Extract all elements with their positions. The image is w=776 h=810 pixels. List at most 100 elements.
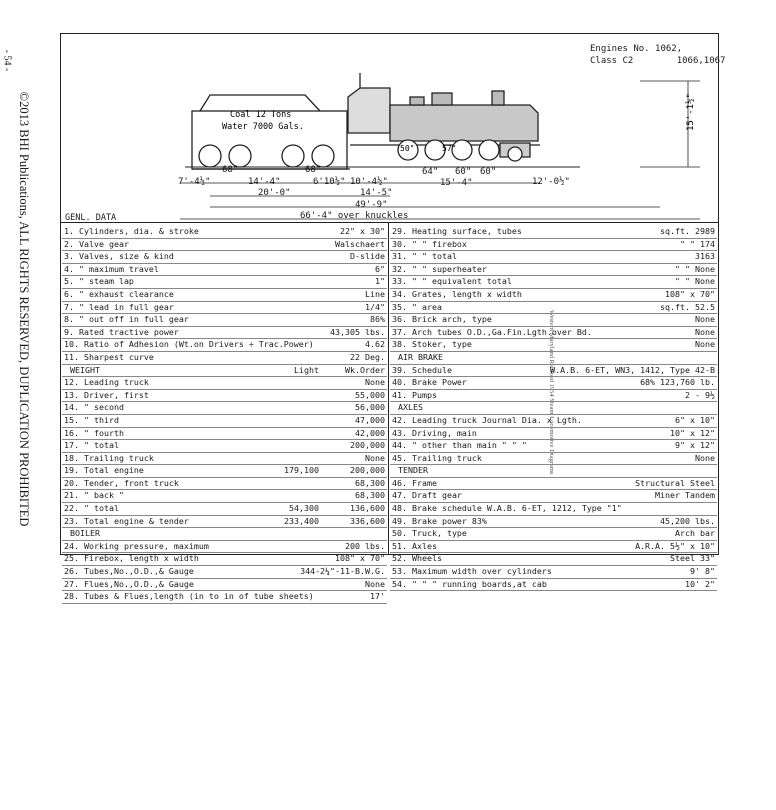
spec-value: 1" xyxy=(375,276,385,287)
engine-outline xyxy=(347,73,540,158)
spec-label: 11. Sharpest curve xyxy=(64,351,154,362)
engines-line-1: Engines No. 1062, xyxy=(590,44,683,54)
spec-value: 108" x 70" xyxy=(665,288,715,299)
spec-label: 21. " back " xyxy=(64,490,124,501)
spec-value: None xyxy=(695,326,715,337)
dim-d10: 12'-0½" xyxy=(532,177,570,187)
spec-row: 12. Leading truck None xyxy=(62,377,387,390)
spec-value: 68% 123,760 lb. xyxy=(640,377,715,388)
spec-row: 28. Tubes & Flues,length (in to in of tu… xyxy=(62,591,387,604)
diagram-frame xyxy=(60,33,719,555)
spec-light-value: 233,400 xyxy=(284,515,319,526)
table-divider xyxy=(388,223,389,555)
spec-value: Structural Steel xyxy=(635,477,715,488)
section-heading-row: AIR BRAKE xyxy=(390,352,717,365)
section-heading-row: AXLES xyxy=(390,402,717,415)
spec-value: 3163 xyxy=(695,251,715,262)
spec-label: 12. Leading truck xyxy=(64,377,149,388)
spec-row: 41. Pumps 2 - 9½ xyxy=(390,390,717,403)
spec-label: 41. Pumps xyxy=(392,389,437,400)
spec-label: 34. Grates, length x width xyxy=(392,288,522,299)
spec-label: 26. Tubes,No.,O.D.,& Gauge xyxy=(64,566,194,577)
spec-row: 30. " " firebox" " 174 xyxy=(390,239,717,252)
spec-label: 2. Valve gear xyxy=(64,238,129,249)
spec-label: 39. Schedule xyxy=(392,364,452,375)
spec-value: D-slide xyxy=(350,251,385,262)
spec-row: 48. Brake schedule W.A.B. 6-ET, 1212, Ty… xyxy=(390,503,717,516)
spec-value: 4.62 xyxy=(365,339,385,350)
spec-value: 10' 2" xyxy=(685,578,715,589)
spec-row: 33. " " equivalent total" " None xyxy=(390,276,717,289)
spec-row: 21. " back "68,300 xyxy=(62,490,387,504)
spec-label: 43. Driving, main xyxy=(392,427,477,438)
spec-value: 200 lbs. xyxy=(345,540,385,551)
spec-label: 51. Axles xyxy=(392,540,437,551)
spec-label: 1. Cylinders, dia. & stroke xyxy=(64,226,199,236)
spec-label: 42. Leading truck Journal Dia. x Lgth. xyxy=(392,414,582,425)
spec-label: 25. Firebox, length x width xyxy=(64,553,199,564)
spec-light-value: 179,100 xyxy=(284,465,319,476)
spec-value: None xyxy=(365,452,385,463)
spec-row: 34. Grates, length x width 108" x 70" xyxy=(390,289,717,302)
section-heading-row: BOILER xyxy=(62,528,387,541)
dim-d7: 64" xyxy=(422,167,439,177)
spec-label: 27. Flues,No.,O.D.,& Gauge xyxy=(64,578,194,589)
spec-row: 32. " " superheater " " None xyxy=(390,264,717,277)
spec-value: " " None xyxy=(675,263,715,274)
spec-value: Steel 33" xyxy=(670,553,715,564)
spec-row: 37. Arch tubes O.D.,Ga.Fin.Lgth.over Bd.… xyxy=(390,327,717,340)
dim-d6: 10'-4½" xyxy=(350,177,388,187)
spec-value: None xyxy=(365,578,385,589)
spec-label: 37. Arch tubes O.D.,Ga.Fin.Lgth.over Bd. xyxy=(392,326,592,337)
spec-label: 48. Brake schedule W.A.B. 6-ET, 1212, Ty… xyxy=(392,503,622,514)
spec-row: 18. Trailing truck None xyxy=(62,453,387,466)
height-dimension-lines xyxy=(640,80,700,168)
spec-label: 50. Truck, type xyxy=(392,528,467,539)
spec-label: 13. Driver, first xyxy=(64,389,149,400)
spec-value: 2 - 9½ xyxy=(685,389,715,400)
section-heading-row: TENDER xyxy=(390,465,717,478)
spec-value: None xyxy=(365,377,385,388)
spec-row: 10. Ratio of Adhesion (Wt.on Drivers ÷ T… xyxy=(62,339,387,352)
engines-header: Engines No. 1062, Class C2 1066,1067 xyxy=(590,43,725,67)
spec-label: BOILER xyxy=(70,528,100,539)
spec-value: None xyxy=(695,339,715,350)
spec-light-value: Light xyxy=(294,364,319,375)
spec-label: 18. Trailing truck xyxy=(64,452,154,463)
spec-value: 42,000 xyxy=(355,427,385,438)
spec-value: 200,000 xyxy=(350,440,385,451)
spec-value: 43,305 lbs. xyxy=(330,326,385,337)
spec-label: 44. " other than main " " " xyxy=(392,440,527,451)
spec-row: 44. " other than main " " " 9" x 12" xyxy=(390,440,717,453)
dim-d12: 14'-5" xyxy=(360,188,393,198)
dim-d14: 49'-9" xyxy=(355,200,388,210)
tender-label-1: Coal 12 Tons xyxy=(230,110,291,120)
spec-label: 46. Frame xyxy=(392,477,437,488)
spec-label: 54. " " " running boards,at cab xyxy=(392,578,547,589)
spec-label: 19. Total engine xyxy=(64,465,144,476)
copyright-notice: ©2013 BHI Publications, ALL RIGHTS RESER… xyxy=(17,91,31,527)
spec-value: Walschaert xyxy=(335,238,385,249)
spec-label: 32. " " superheater xyxy=(392,263,487,274)
spec-value: 9" x 12" xyxy=(675,440,715,451)
spec-label: 28. Tubes & Flues,length (in to in of tu… xyxy=(64,591,314,602)
dimension-lines xyxy=(180,182,700,220)
